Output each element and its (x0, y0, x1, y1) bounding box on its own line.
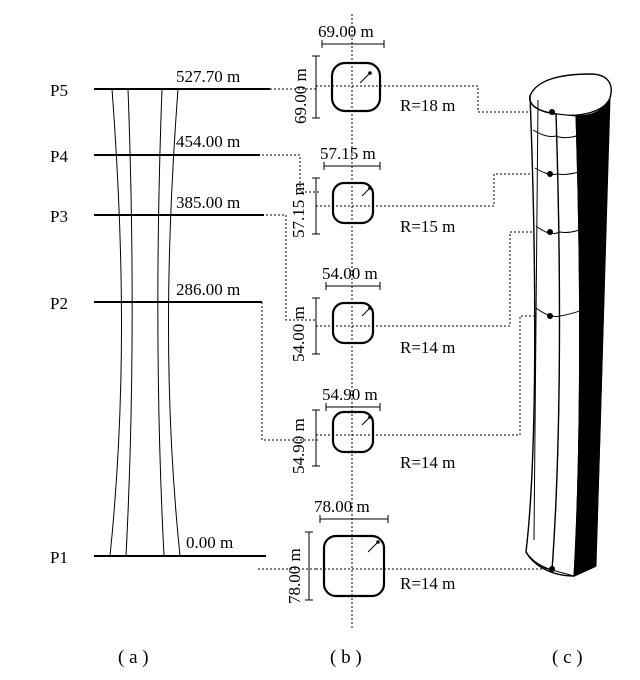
tower-core-left (125, 88, 133, 557)
caption-c: ( c ) (552, 647, 583, 668)
elevation-view: P5 P4 P3 P2 P1 527.70 m 454.00 m 385.00 … (50, 67, 270, 567)
section-depth-p3: 54.00 m (289, 306, 308, 362)
section-radius-p2: R=14 m (400, 453, 455, 472)
level-id-p2: P2 (50, 294, 68, 313)
level-id-p4: P4 (50, 147, 68, 166)
section-views: 69.00 m 69.00 m R=18 m 57.15 m 57.15 m R… (285, 14, 455, 630)
leader-lines-left (258, 88, 320, 570)
section-radius-p4: R=15 m (400, 217, 455, 236)
section-p5: 69.00 m 69.00 m R=18 m (291, 22, 455, 124)
section-width-p2: 54.90 m (322, 385, 378, 404)
caption-a: ( a ) (118, 647, 149, 668)
elevation-label-p1: 0.00 m (186, 533, 233, 552)
section-depth-p1: 78.00 m (285, 548, 304, 604)
level-id-p3: P3 (50, 207, 68, 226)
section-width-p3: 54.00 m (322, 264, 378, 283)
section-width-p1: 78.00 m (314, 497, 370, 516)
level-marker-p2 (547, 313, 553, 319)
section-p4: 57.15 m 57.15 m R=15 m (289, 144, 455, 238)
level-id-p5: P5 (50, 81, 68, 100)
section-width-p4: 57.15 m (320, 144, 376, 163)
tower-core-right (157, 88, 165, 557)
section-p1: 78.00 m 78.00 m R=14 m (285, 497, 455, 604)
level-marker-p3 (547, 229, 553, 235)
elevation-label-p2: 286.00 m (176, 280, 240, 299)
section-radius-p1: R=14 m (400, 574, 455, 593)
caption-b: ( b ) (330, 647, 362, 668)
level-marker-p5 (549, 109, 555, 115)
level-marker-p4 (547, 171, 553, 177)
elevation-label-p3: 385.00 m (176, 193, 240, 212)
leader-lines-right (392, 85, 552, 570)
tower-outline-left (109, 88, 122, 557)
tower-3d-view (525, 73, 612, 577)
level-id-p1: P1 (50, 548, 68, 567)
section-radius-p3: R=14 m (400, 338, 455, 357)
tower-outline-right (168, 88, 181, 557)
elevation-label-p5: 527.70 m (176, 67, 240, 86)
section-p3: 54.00 m 54.00 m R=14 m (289, 264, 455, 362)
section-depth-p4: 57.15 m (289, 182, 308, 238)
section-depth-p2: 54.90 m (289, 418, 308, 474)
section-depth-p5: 69.00 m (291, 68, 310, 124)
level-marker-p1 (549, 566, 555, 572)
section-radius-p5: R=18 m (400, 96, 455, 115)
section-width-p5: 69.00 m (318, 22, 374, 41)
elevation-label-p4: 454.00 m (176, 132, 240, 151)
section-p2: 54.90 m 54.90 m R=14 m (289, 385, 455, 474)
